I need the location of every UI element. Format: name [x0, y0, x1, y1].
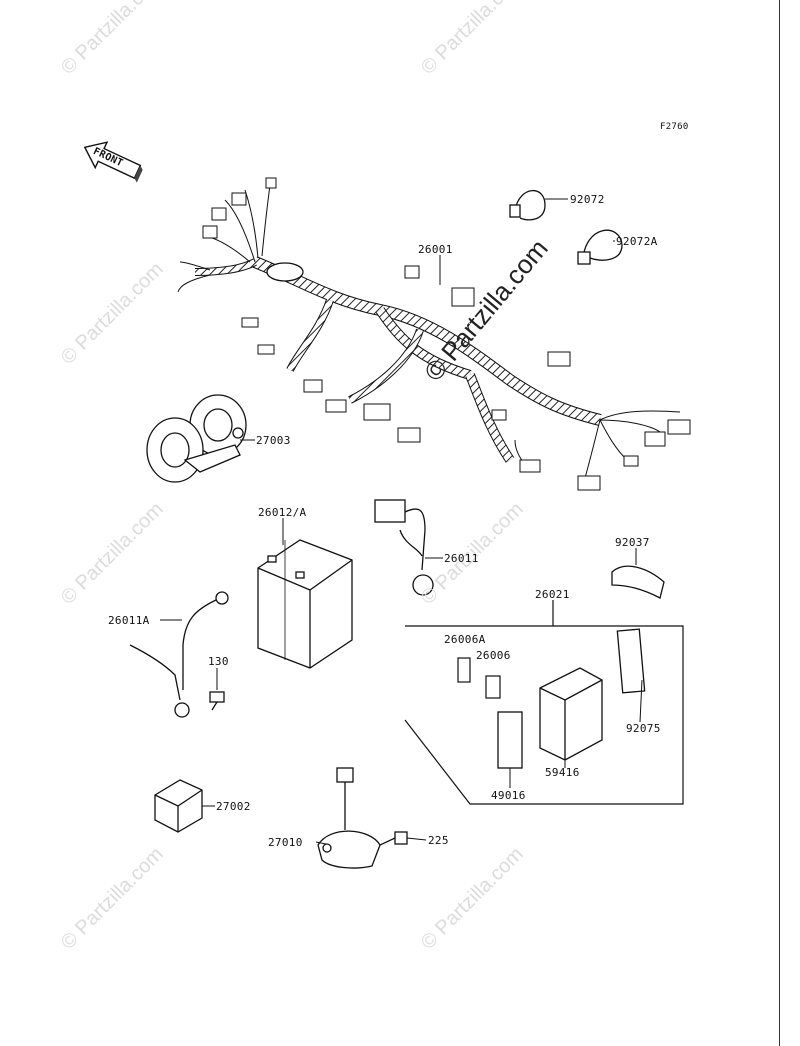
clamp-92072 — [509, 189, 546, 221]
part-label-26011[interactable]: 26011 — [444, 552, 479, 565]
cover-49016 — [497, 711, 523, 769]
clamp-92072a — [577, 229, 623, 265]
bolt-130 — [209, 691, 225, 711]
cover-92075 — [616, 628, 646, 694]
part-label-26011a[interactable]: 26011A — [108, 614, 150, 627]
part-label-92072[interactable]: 92072 — [570, 193, 605, 206]
part-label-26006[interactable]: 26006 — [476, 649, 511, 662]
part-label-59416[interactable]: 59416 — [545, 766, 580, 779]
part-label-26001[interactable]: 26001 — [418, 243, 453, 256]
bracket-92037 — [611, 565, 665, 599]
fuse-26006 — [485, 675, 501, 699]
part-label-225[interactable]: 225 — [428, 834, 449, 847]
part-label-26006a[interactable]: 26006A — [444, 633, 486, 646]
bolt-225 — [379, 831, 408, 846]
part-label-27002[interactable]: 27002 — [216, 800, 251, 813]
part-label-26021[interactable]: 26021 — [535, 588, 570, 601]
part-label-92075[interactable]: 92075 — [626, 722, 661, 735]
part-label-130[interactable]: 130 — [208, 655, 229, 668]
fuse-box-group — [404, 600, 684, 805]
fuse-box-59416 — [539, 667, 603, 761]
part-label-27003[interactable]: 27003 — [256, 434, 291, 447]
part-label-92072a[interactable]: 92072A — [616, 235, 658, 248]
battery — [257, 539, 353, 669]
part-label-26012a[interactable]: 26012/A — [258, 506, 307, 519]
wiring-harness — [177, 177, 691, 491]
sensor — [317, 767, 381, 869]
lead-26011 — [374, 499, 434, 596]
horn — [146, 394, 247, 483]
front-arrow-icon — [83, 141, 143, 183]
relay — [154, 779, 203, 833]
leader-lines — [160, 198, 643, 845]
part-label-27010[interactable]: 27010 — [268, 836, 303, 849]
part-label-49016[interactable]: 49016 — [491, 789, 526, 802]
part-label-92037[interactable]: 92037 — [615, 536, 650, 549]
fuse-26006a — [457, 657, 471, 683]
lead-26011a — [129, 591, 229, 718]
figure-code: F2760 — [660, 122, 689, 132]
page-border — [779, 0, 780, 1046]
